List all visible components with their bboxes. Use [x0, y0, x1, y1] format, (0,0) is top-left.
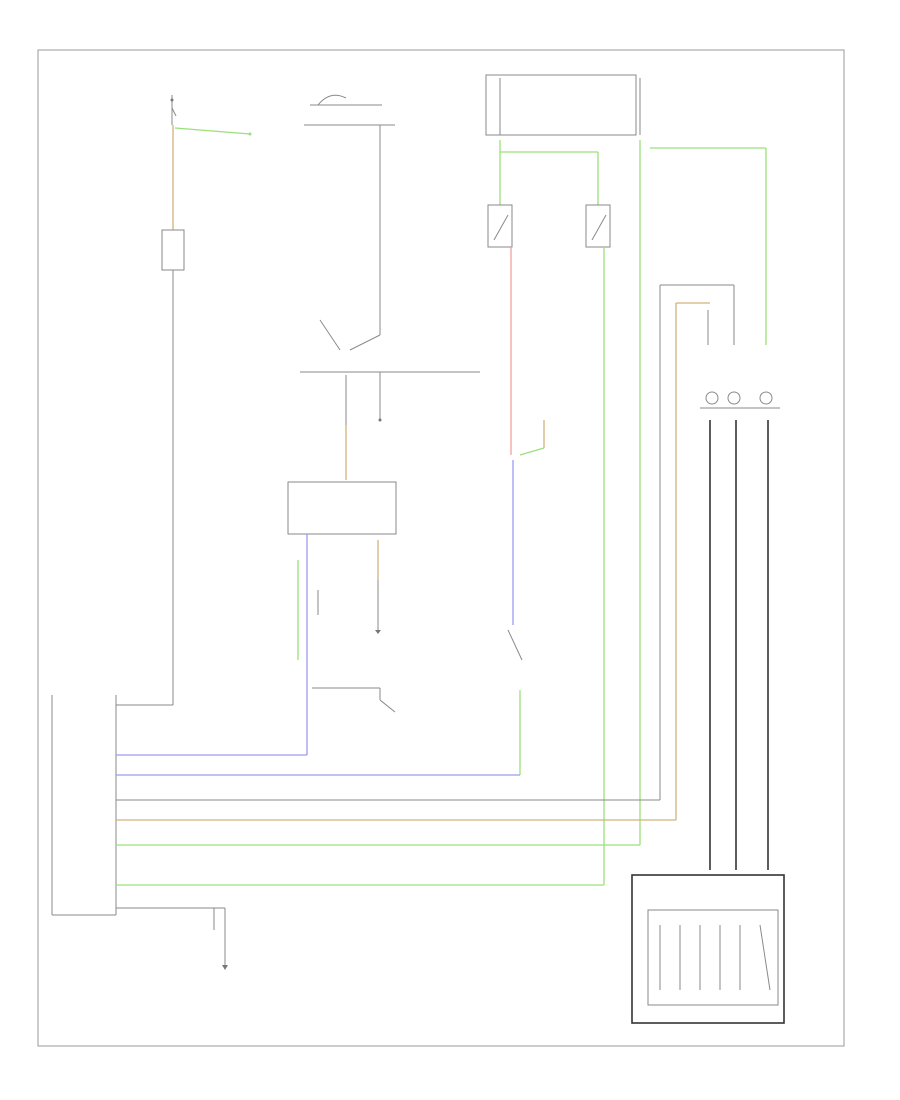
top-left-relay-box	[161, 229, 185, 271]
left-switch-box	[487, 204, 513, 248]
center-control-module	[287, 481, 397, 535]
top-left-fuse-branch	[161, 95, 252, 705]
actuator-inner-box	[647, 909, 779, 1006]
ignition-switch-column	[300, 94, 480, 480]
main-control-unit	[51, 695, 117, 916]
top-right-fuse-panel	[485, 74, 637, 136]
diagram-frame	[37, 49, 845, 1047]
right-actuator-column	[659, 284, 780, 870]
right-switch-box	[585, 204, 611, 248]
